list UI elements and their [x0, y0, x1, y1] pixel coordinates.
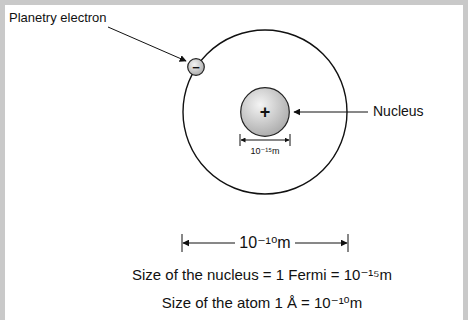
note: Size of the atom 1 Å = 10⁻¹⁰m [162, 294, 362, 311]
part-name: Planetry electron [9, 11, 107, 26]
dimension-tick [290, 134, 291, 146]
leader-arrow [294, 112, 368, 113]
dimension-label: 10⁻¹⁰m [235, 234, 294, 252]
dimension-line [241, 140, 289, 141]
part-name: Nucleus [373, 103, 424, 119]
node-label-wrap: − [187, 58, 205, 76]
dimension-tick [182, 234, 183, 252]
nucleus-circle: + [240, 87, 290, 137]
leader-arrow [108, 27, 186, 61]
electron-circle: − [187, 58, 205, 76]
dimension-tick [348, 234, 349, 252]
charge-sign: + [260, 103, 271, 121]
circle-shape [241, 88, 290, 137]
node-label-wrap: + [240, 87, 290, 137]
dimension-tick [240, 134, 241, 146]
note: Size of the nucleus = 1 Fermi = 10⁻¹⁵m [132, 266, 392, 283]
dimension-label: 10⁻¹⁵m [251, 146, 280, 156]
charge-sign: − [192, 61, 200, 74]
circle-shape [188, 59, 205, 76]
